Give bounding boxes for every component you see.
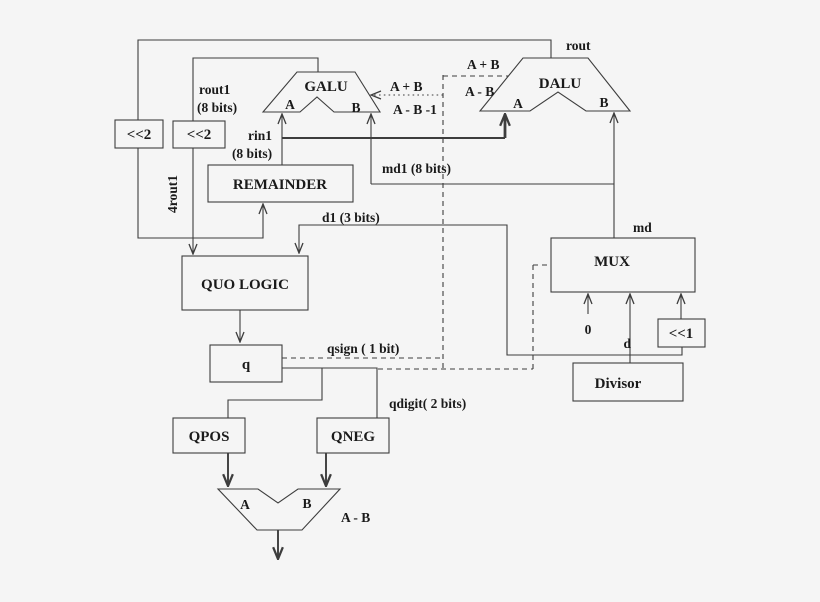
md-label: md	[633, 220, 652, 235]
rout-label: rout	[566, 38, 591, 53]
shl2-left-label: <<2	[127, 127, 152, 143]
d-label: d	[623, 336, 631, 351]
galu-op1-label: A + B	[390, 79, 422, 94]
galu-port-b: B	[351, 100, 360, 115]
d1-label: d1 (3 bits)	[322, 210, 380, 225]
qneg-box	[316, 417, 390, 454]
shl2-right-box	[172, 120, 226, 149]
qpos-label: QPOS	[189, 429, 230, 445]
shl1-box	[657, 318, 706, 348]
qneg-label: QNEG	[331, 429, 376, 445]
wire-rout1-top	[192, 57, 319, 121]
galu-op2-label: A - B -1	[393, 102, 437, 117]
dalu-op1-label: A + B	[467, 57, 499, 72]
quo-logic-box	[181, 255, 309, 311]
mux-label: MUX	[594, 254, 630, 270]
q-register-label: q	[242, 357, 251, 373]
mux-box	[550, 237, 696, 293]
wire-rout-top	[137, 39, 552, 120]
divisor-label: Divisor	[595, 376, 642, 392]
galu-shape	[261, 71, 381, 113]
md1-label: md1 (8 bits)	[382, 161, 451, 176]
wire-rout-to-remainder	[137, 148, 263, 239]
rin1-bits-label: (8 bits)	[232, 146, 272, 161]
remainder-label: REMAINDER	[233, 177, 327, 193]
wire-d1-branch	[299, 224, 683, 356]
divisor-box	[572, 362, 684, 402]
q-register-box	[209, 344, 283, 383]
rout1-bits-label: (8 bits)	[197, 100, 237, 115]
wire-qdigit-to-qpos	[227, 368, 323, 418]
rout1-label: rout1	[199, 82, 231, 97]
qsign-label: qsign ( 1 bit)	[327, 341, 399, 356]
qdigit-label: qdigit( 2 bits)	[389, 396, 466, 411]
dalu-shape	[478, 57, 632, 112]
shl2-left-box	[114, 119, 164, 149]
subtractor-shape	[216, 488, 342, 531]
qpos-box	[172, 417, 246, 454]
dalu-op2-label: A - B	[465, 84, 494, 99]
4rout1-label: 4rout1	[165, 175, 180, 213]
sub-op-label: A - B	[341, 510, 370, 525]
dalu-title: DALU	[539, 76, 582, 92]
sub-port-a: A	[240, 497, 250, 512]
galu-title: GALU	[304, 79, 348, 95]
shl1-label: <<1	[669, 326, 694, 342]
remainder-box	[207, 164, 354, 203]
quo-logic-label: QUO LOGIC	[201, 277, 289, 293]
wire-qdigit-to-qneg	[282, 367, 378, 418]
galu-port-a: A	[285, 97, 295, 112]
dalu-port-a: A	[513, 96, 523, 111]
shl2-right-label: <<2	[187, 127, 212, 143]
rin1-label: rin1	[248, 128, 272, 143]
zero-label: 0	[585, 322, 592, 337]
dalu-port-b: B	[599, 95, 608, 110]
sub-port-b: B	[302, 496, 311, 511]
